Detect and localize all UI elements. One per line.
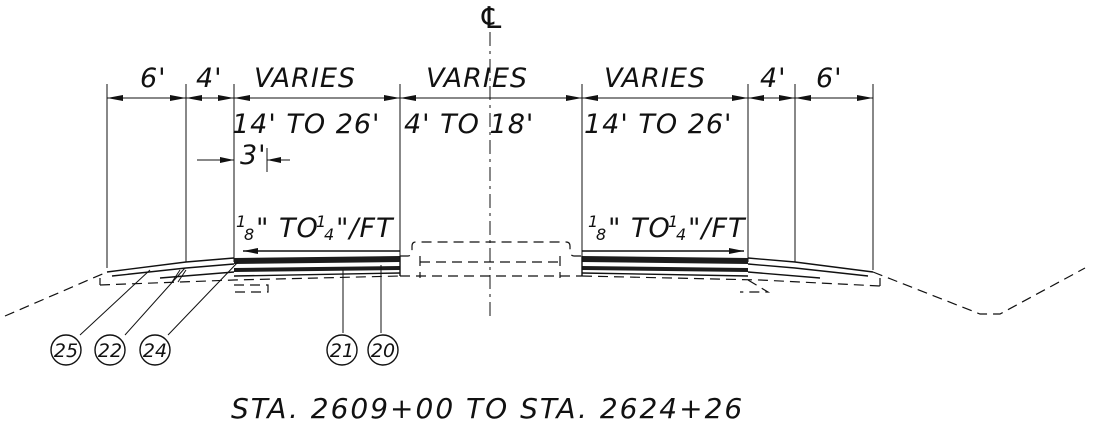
svg-text:1: 1 — [316, 212, 326, 231]
right-lane-width: VARIES — [604, 63, 706, 94]
main-dimension-line — [107, 95, 873, 101]
slope-right: 1 8 " TO 1 4 "/FT — [582, 212, 747, 254]
svg-text:22: 22 — [98, 340, 122, 362]
dimension-labels: 6' 4' VARIES VARIES VARIES 4' 6' 14' TO … — [140, 63, 843, 140]
left-bike-width: 4' — [196, 63, 223, 94]
svg-text:1: 1 — [588, 212, 598, 231]
svg-text:4: 4 — [324, 225, 334, 244]
svg-text:1: 1 — [236, 212, 246, 231]
slope-left-mid: " TO — [256, 213, 319, 244]
right-shoulder-width: 6' — [816, 63, 843, 94]
slope-left: 1 8 " TO 1 4 "/FT — [236, 212, 400, 254]
pavement-section — [106, 256, 874, 279]
slope-right-end: "/FT — [688, 213, 747, 244]
median-island — [400, 241, 582, 278]
median-range: 4' TO 18' — [404, 109, 534, 140]
centerline: ℄ — [478, 1, 505, 318]
slope-left-end: "/FT — [336, 213, 395, 244]
median-width: VARIES — [426, 63, 528, 94]
svg-text:1: 1 — [668, 212, 678, 231]
callouts: 25 22 24 21 20 — [50, 334, 399, 366]
callout-22: 22 — [94, 334, 126, 366]
left-lane-range: 14' TO 26' — [232, 109, 380, 140]
svg-text:8: 8 — [244, 225, 254, 244]
callout-21: 21 — [326, 334, 358, 366]
extension-lines — [106, 84, 874, 270]
svg-text:20: 20 — [371, 340, 395, 362]
existing-ground — [4, 267, 1086, 317]
right-bike-width: 4' — [760, 63, 787, 94]
offset-label: 3' — [240, 140, 267, 171]
svg-text:4: 4 — [676, 225, 686, 244]
offset-dimension: 3' — [197, 140, 290, 171]
slope-right-mid: " TO — [608, 213, 671, 244]
centerline-symbol: ℄ — [478, 1, 505, 36]
callout-25: 25 — [50, 334, 82, 366]
callout-20: 20 — [367, 334, 399, 366]
right-lane-range: 14' TO 26' — [584, 109, 732, 140]
svg-text:25: 25 — [54, 340, 78, 362]
svg-text:8: 8 — [596, 225, 606, 244]
station-label: STA. 2609+00 TO STA. 2624+26 — [231, 392, 744, 425]
left-lane-width: VARIES — [254, 63, 356, 94]
left-shoulder-width: 6' — [140, 63, 167, 94]
svg-text:21: 21 — [330, 340, 354, 362]
callout-24: 24 — [139, 334, 171, 366]
svg-text:24: 24 — [143, 340, 167, 362]
callout-leaders — [79, 261, 382, 336]
